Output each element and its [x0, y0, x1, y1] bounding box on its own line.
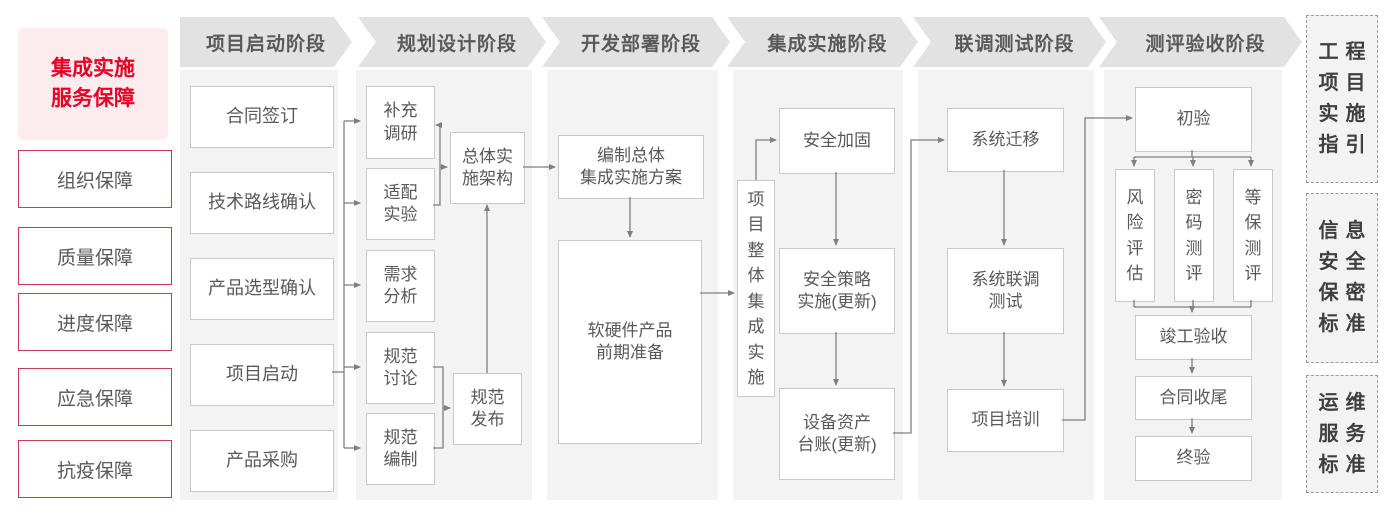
node-system-joint-test: 系统联调 测试	[947, 248, 1064, 334]
node-supplementary-research: 补充 调研	[366, 86, 435, 159]
node-security-policy-update: 安全策略 实施(更新)	[779, 248, 895, 334]
phase-header-joint-test: 联调测试阶段	[913, 17, 1106, 67]
node-hw-sw-preparation: 软硬件产品 前期准备	[558, 240, 702, 444]
node-preliminary-acceptance: 初验	[1135, 87, 1252, 152]
node-product-procurement: 产品采购	[190, 430, 334, 492]
standard-om-service: 运维 服务 标准	[1306, 375, 1378, 493]
node-overall-implementation-architecture: 总体实 施架构	[450, 132, 525, 204]
phase-header-development: 开发部署阶段	[542, 17, 730, 67]
standard-project-implementation-guide: 工程 项目 实施 指引	[1306, 15, 1378, 183]
node-spec-release: 规范 发布	[453, 373, 522, 445]
node-project-kickoff: 项目启动	[190, 344, 334, 406]
node-risk-assessment: 风 险 评 估	[1115, 169, 1155, 302]
node-final-acceptance: 终验	[1135, 436, 1252, 481]
node-contract-closure: 合同收尾	[1135, 376, 1252, 420]
node-project-training: 项目培训	[947, 389, 1064, 452]
sidebar-item-emergency: 应急保障	[18, 368, 172, 426]
node-product-selection-confirm: 产品选型确认	[190, 258, 334, 320]
standard-infosec-confidentiality: 信息 安全 保密 标准	[1306, 193, 1378, 363]
phase-header-acceptance: 测评验收阶段	[1099, 17, 1302, 67]
node-asset-ledger-update: 设备资产 台账(更新)	[779, 388, 895, 480]
node-adaptation-test: 适配 实验	[366, 168, 435, 240]
node-overall-integration-plan: 编制总体 集成实施方案	[558, 135, 704, 199]
node-completion-acceptance: 竣工验收	[1135, 315, 1252, 360]
node-spec-discussion: 规范 讨论	[366, 332, 435, 404]
phase-header-integration: 集成实施阶段	[727, 17, 918, 67]
node-spec-drafting: 规范 编制	[366, 413, 435, 485]
node-requirement-analysis: 需求 分析	[366, 250, 435, 322]
sidebar-item-quality: 质量保障	[18, 227, 172, 285]
node-system-migration: 系统迁移	[947, 108, 1064, 172]
node-crypto-evaluation: 密 码 测 评	[1174, 169, 1214, 302]
node-contract-signing: 合同签订	[190, 86, 334, 148]
node-classified-protection-evaluation: 等 保 测 评	[1233, 169, 1273, 302]
phase-header-planning: 规划设计阶段	[358, 17, 546, 67]
node-tech-route-confirm: 技术路线确认	[190, 172, 334, 234]
phase-header-kickoff: 项目启动阶段	[180, 17, 352, 67]
node-project-overall-integration: 项 目 整 体 集 成 实 施	[737, 180, 775, 397]
sidebar-title: 集成实施 服务保障	[18, 28, 168, 140]
sidebar-item-organization: 组织保障	[18, 150, 172, 208]
sidebar-item-epidemic: 抗疫保障	[18, 440, 172, 498]
sidebar-item-schedule: 进度保障	[18, 293, 172, 351]
node-security-hardening: 安全加固	[779, 108, 895, 174]
